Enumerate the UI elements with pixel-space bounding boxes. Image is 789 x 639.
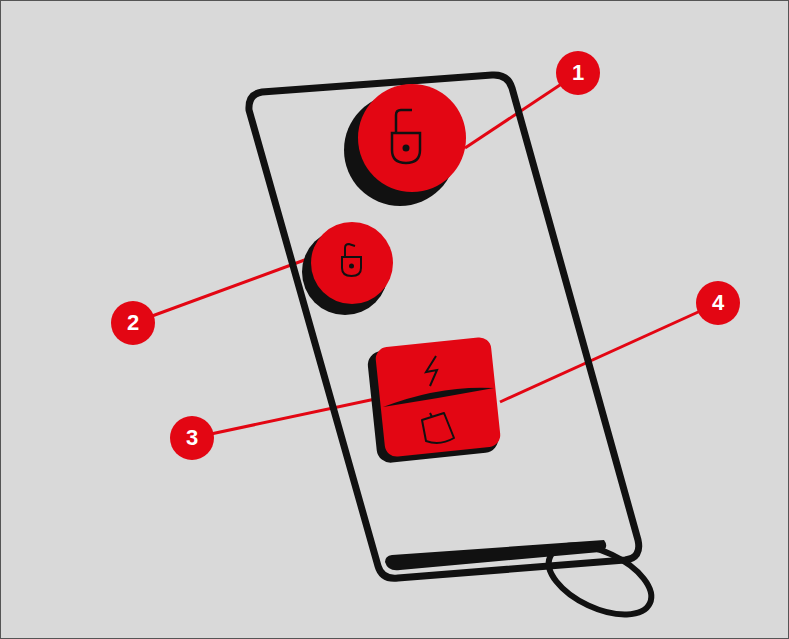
callout-text: 4 — [712, 290, 724, 316]
callout-text: 2 — [127, 310, 139, 336]
callout-number: 1 — [556, 51, 600, 95]
callout-number: 2 — [111, 301, 155, 345]
callout-text: 1 — [572, 60, 584, 86]
callout-text: 3 — [186, 425, 198, 451]
callout-number: 4 — [696, 281, 740, 325]
callout-number: 3 — [170, 416, 214, 460]
